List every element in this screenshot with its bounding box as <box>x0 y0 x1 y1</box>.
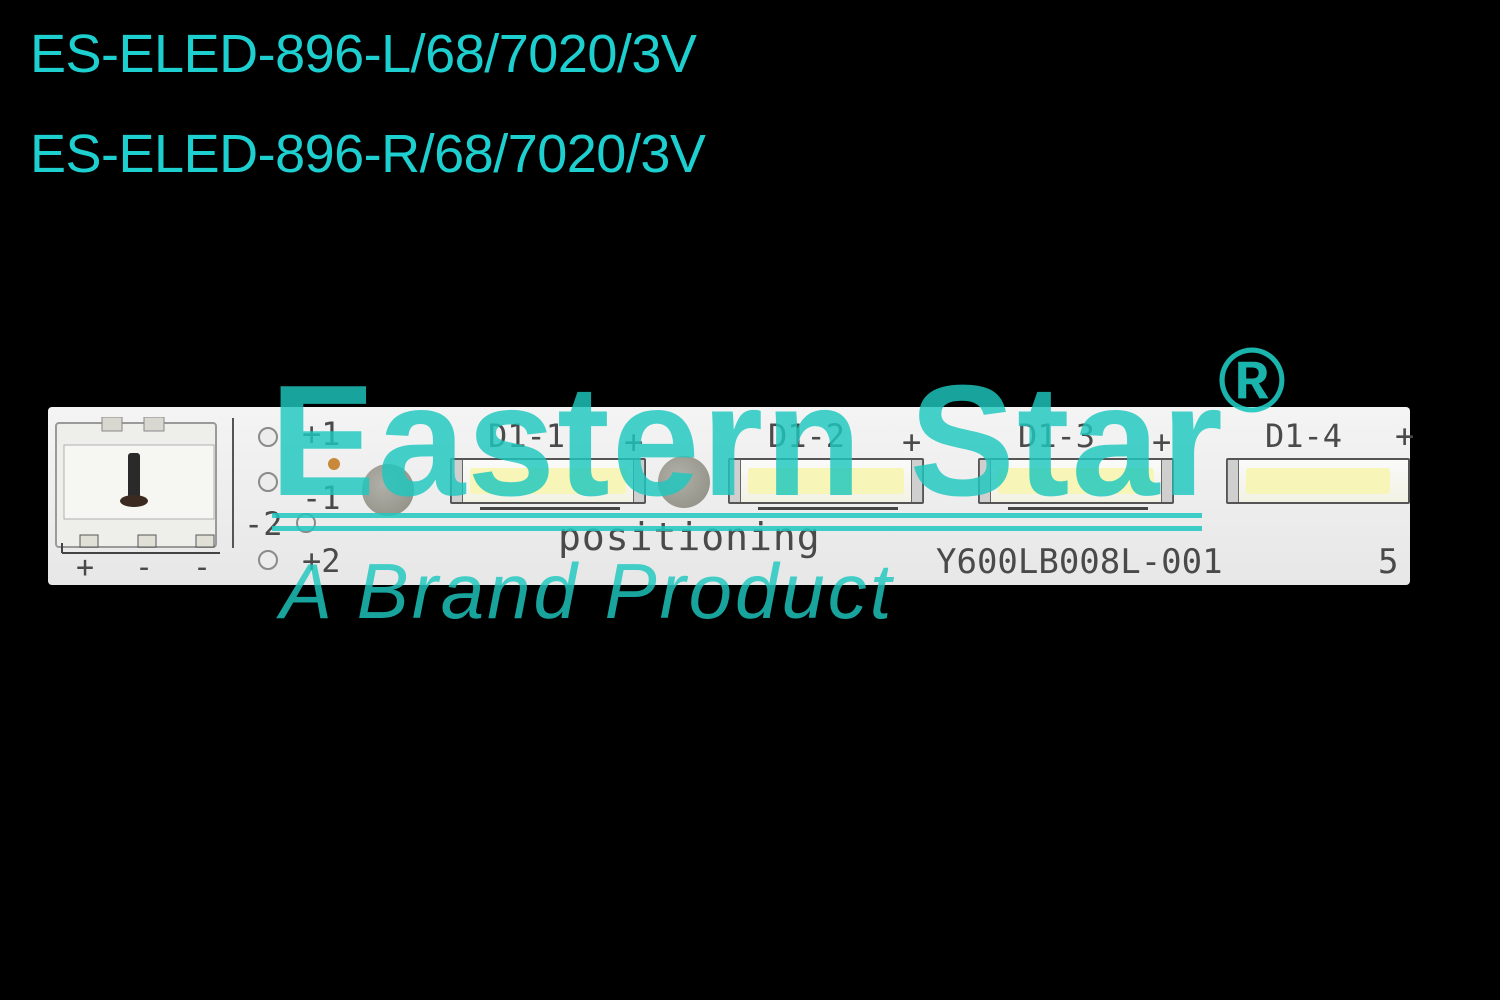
silkscreen-line <box>1008 507 1148 510</box>
pin-label: -1 <box>302 479 341 517</box>
registered-mark: ® <box>1218 330 1286 432</box>
part-number: Y600LB008L-001 <box>936 542 1223 582</box>
positioning-label: positioning <box>558 515 821 559</box>
watermark-line <box>272 513 1202 518</box>
polarity-plus: + <box>1152 423 1172 461</box>
polarity-plus: + <box>624 423 644 461</box>
watermark-tagline: A Brand Product <box>280 547 895 635</box>
board-divider <box>232 418 234 548</box>
led-chip <box>1226 458 1410 504</box>
led-chip <box>728 458 924 504</box>
product-code-left: ES-ELED-896-L/68/7020/3V <box>30 24 697 84</box>
pin-hole <box>258 427 278 447</box>
mounting-hole <box>362 464 414 516</box>
silkscreen-line <box>480 507 620 510</box>
pin-label: +2 <box>302 542 341 580</box>
led-label: D1-2 <box>768 417 846 455</box>
polarity-plus: + <box>902 423 922 461</box>
pin-label: +1 <box>302 415 341 453</box>
led-label: D1-1 <box>488 417 566 455</box>
watermark-line <box>272 526 1202 531</box>
polarity-plus: + <box>1395 417 1415 455</box>
connector-label-minus-2: - <box>193 550 212 585</box>
mounting-hole <box>658 456 710 508</box>
product-code-right: ES-ELED-896-R/68/7020/3V <box>30 124 706 184</box>
silkscreen-line <box>758 507 898 510</box>
solder-dot <box>328 458 340 470</box>
pin-hole <box>258 472 278 492</box>
pin-hole <box>258 550 278 570</box>
connector-label-plus: + <box>76 550 95 585</box>
edge-mark: 5 <box>1378 542 1399 582</box>
led-chip <box>450 458 646 504</box>
led-chip <box>978 458 1174 504</box>
led-label: D1-4 <box>1265 417 1343 455</box>
watermark-brand: Eastern Star <box>270 353 1225 529</box>
led-label: D1-3 <box>1018 417 1096 455</box>
connector-label-minus-1: - <box>135 550 154 585</box>
connector-icon <box>55 417 220 554</box>
